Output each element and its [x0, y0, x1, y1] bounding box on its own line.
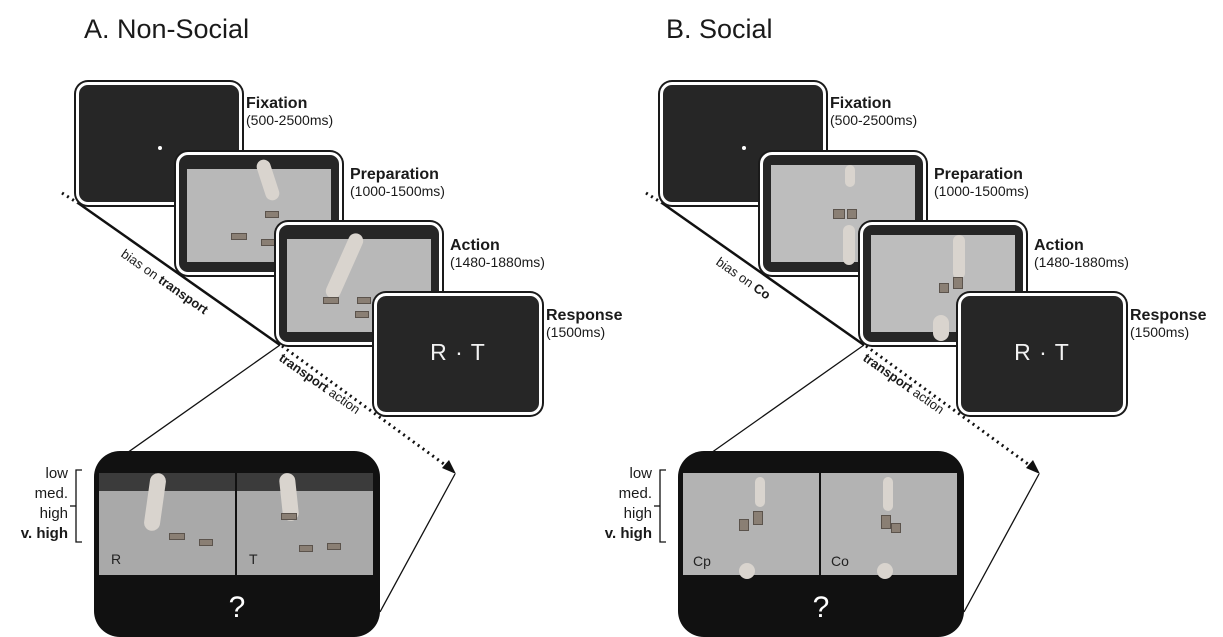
fixation-dot: [158, 146, 162, 150]
option-panel-r: R: [99, 472, 235, 575]
timeline-dotted: [281, 344, 449, 469]
response-screen: R · T: [374, 293, 542, 415]
stage-label-preparation: Preparation(1000-1500ms): [350, 166, 445, 199]
question-box: R T ?: [94, 451, 380, 637]
stage-label-response: Response(1500ms): [1130, 307, 1207, 340]
stage-label-response: Response(1500ms): [546, 307, 623, 340]
level-bracket: [75, 469, 82, 543]
question-box: Cp Co ?: [678, 451, 964, 637]
timeline-line: [77, 201, 281, 347]
stage-label-action: Action(1480-1880ms): [450, 237, 545, 270]
confidence-levels: low med. high v. high: [20, 465, 68, 542]
option-label-co: Co: [831, 553, 849, 569]
question-mark: ?: [228, 591, 246, 624]
zoom-line-right: [379, 473, 456, 613]
option-label-t: T: [249, 551, 258, 567]
option-panel-co: Co: [821, 473, 957, 579]
timeline-arrowhead: [442, 460, 456, 474]
stage-label-fixation: Fixation(500-2500ms): [830, 95, 918, 128]
panel-title: A. Non-Social: [84, 14, 250, 44]
stage-label-preparation: Preparation(1000-1500ms): [934, 166, 1029, 199]
option-panel-t: T: [237, 472, 373, 575]
response-text: R · T: [430, 339, 486, 365]
stage-label-action: Action(1480-1880ms): [1034, 237, 1129, 270]
option-label-cp: Cp: [693, 553, 711, 569]
question-mark: ?: [812, 591, 830, 624]
fixation-dot: [742, 146, 746, 150]
zoom-line-left: [99, 344, 281, 473]
confidence-levels: low med. high v. high: [604, 465, 652, 542]
response-screen: R · T: [958, 293, 1126, 415]
response-text: R · T: [1014, 339, 1070, 365]
action-screen: [860, 222, 1026, 345]
option-panel-cp: Cp: [683, 473, 819, 579]
panel-title: B. Social: [666, 14, 773, 44]
option-label-r: R: [111, 551, 122, 567]
stage-label-fixation: Fixation(500-2500ms): [246, 95, 334, 128]
